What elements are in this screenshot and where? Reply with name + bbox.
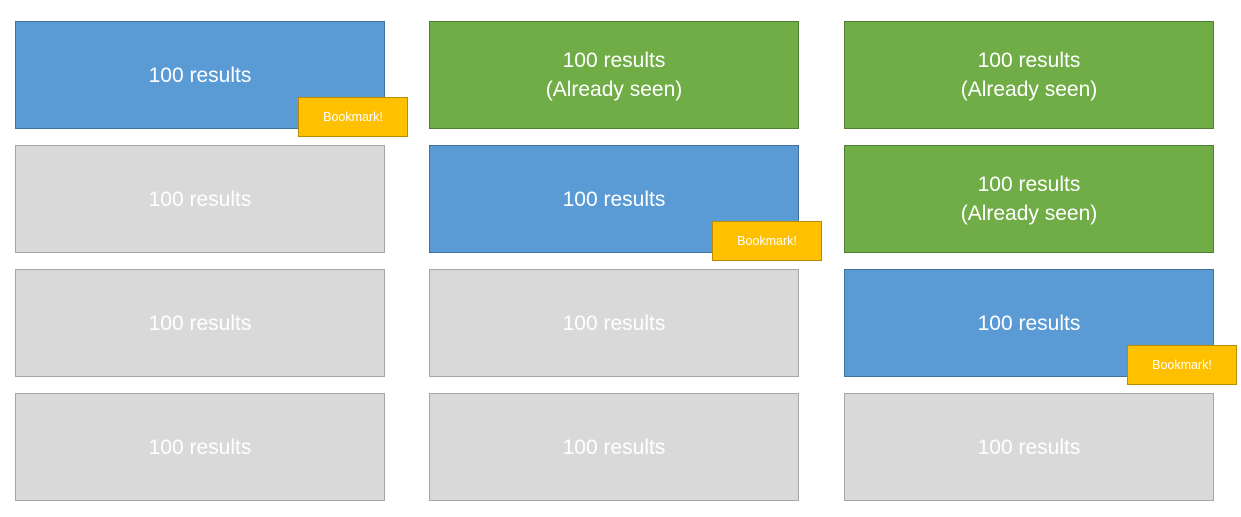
result-page-tile-unseen[interactable]: 100 results xyxy=(429,269,799,377)
result-count-label: 100 results xyxy=(562,187,666,211)
result-count-label: 100 results xyxy=(562,311,666,335)
result-page-tile-seen[interactable]: 100 results (Already seen) xyxy=(844,21,1214,129)
bookmark-button[interactable]: Bookmark! xyxy=(712,221,822,261)
result-count-label: 100 results xyxy=(562,49,666,72)
result-count-label: 100 results xyxy=(977,311,1081,335)
result-count-label: 100 results xyxy=(148,187,252,211)
result-page-tile-seen[interactable]: 100 results (Already seen) xyxy=(429,21,799,129)
result-count-label: 100 results xyxy=(148,435,252,459)
result-count-label: 100 results xyxy=(148,311,252,335)
already-seen-label: (Already seen) xyxy=(545,78,683,101)
result-count-label: 100 results xyxy=(977,173,1081,196)
bookmark-button[interactable]: Bookmark! xyxy=(1127,345,1237,385)
already-seen-label: (Already seen) xyxy=(960,202,1098,225)
results-column-3: 100 results (Already seen) 100 results (Alr… xyxy=(844,21,1237,517)
result-page-tile-unseen[interactable]: 100 results xyxy=(15,145,385,253)
bookmark-button[interactable]: Bookmark! xyxy=(298,97,408,137)
result-count-label: 100 results xyxy=(148,63,252,87)
result-page-tile-unseen[interactable]: 100 results xyxy=(844,393,1214,501)
result-page-tile-unseen[interactable]: 100 results xyxy=(429,393,799,501)
already-seen-label: (Already seen) xyxy=(960,78,1098,101)
result-count-label: 100 results xyxy=(562,435,666,459)
result-count-label: 100 results xyxy=(977,49,1081,72)
result-page-tile-unseen[interactable]: 100 results xyxy=(15,269,385,377)
result-page-tile-seen[interactable]: 100 results (Already seen) xyxy=(844,145,1214,253)
result-page-tile-unseen[interactable]: 100 results xyxy=(15,393,385,501)
result-count-label: 100 results xyxy=(977,435,1081,459)
